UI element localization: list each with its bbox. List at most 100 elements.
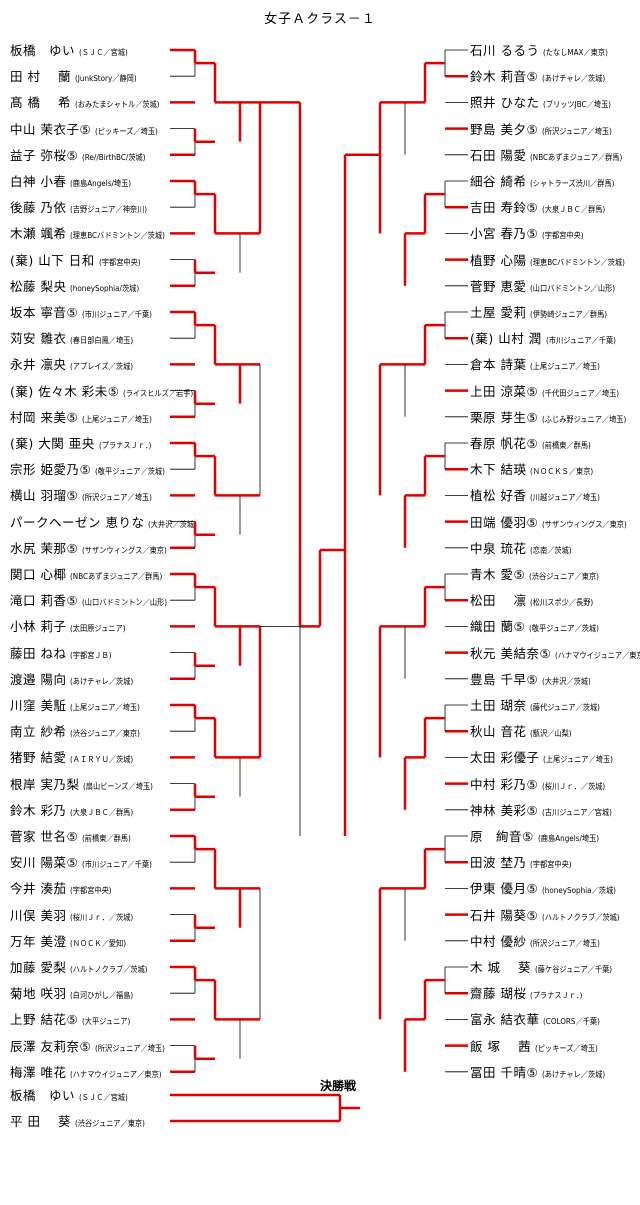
player-club: (甑沢／山梨): [530, 729, 573, 739]
player-club: (NBCあずまジュニア／群馬): [530, 152, 623, 162]
player-entry: 鈴木 莉音⑤(あけチャレ／茨城): [470, 66, 612, 86]
player-entry: 松田 凛(松川スポ少／長野): [470, 590, 601, 610]
player-name: 後藤 乃依: [10, 200, 67, 216]
player-club: (COLORS／千葉): [543, 1017, 601, 1027]
player-name: 横山 羽瑠⑤: [10, 488, 79, 504]
player-name: 白神 小春: [10, 174, 67, 189]
player-entry: 村岡 来美⑤(上尾ジュニア／埼玉): [10, 407, 160, 427]
player-entry: (棄) 大関 亜央(プラナスＪｒ．): [10, 433, 157, 453]
player-name: 菅野 恵愛: [470, 278, 527, 294]
player-name: 石川 るるう: [470, 43, 540, 58]
player-entry: 吉田 寿鈴⑤(大泉ＪＢＣ／群馬): [470, 197, 612, 217]
player-entry: 益子 弥桜⑤(Re//BirthBC/茨城): [10, 145, 153, 165]
player-name: 齋藤 瑚桜: [470, 986, 527, 1002]
player-name: 石井 陽葵⑤: [470, 907, 539, 923]
player-club: (上尾ジュニア／埼玉): [70, 703, 141, 712]
player-club: (あけチャレ／茨城): [542, 74, 606, 84]
player-entry: 照井 ひなた(ブリッツJBC／埼玉): [470, 92, 619, 112]
player-club: (市川ジュニア／千葉): [82, 310, 153, 319]
player-name: 松藤 梨央: [10, 278, 67, 294]
player-entry: 平 田 葵(渋谷ジュニア／東京): [10, 1111, 153, 1131]
player-club: (藤代ジュニア／茨城): [530, 703, 601, 712]
player-club: (古川ジュニア／宮城): [542, 807, 613, 817]
player-club: (アプレイズ／茨城): [70, 362, 134, 372]
player-name: (棄) 山下 日和: [10, 252, 95, 268]
player-entry: 藤田 ねね(宇都宮ＪＢ): [10, 643, 117, 663]
player-club: (藤ケ谷ジュニア／千葉): [534, 965, 613, 974]
player-club: (市川ジュニア／千葉): [545, 336, 616, 346]
player-name: 猪野 結愛: [10, 750, 67, 766]
player-club: (伊勢崎ジュニア／群馬): [530, 310, 608, 319]
player-name: 関口 心椰: [10, 567, 67, 582]
player-name: 藤田 ねね: [10, 645, 67, 661]
player-entry: 関口 心椰(NBCあずまジュニア／群馬): [10, 564, 173, 584]
player-name: 太田 彩優子: [470, 750, 540, 766]
bracket-title: 女子Ａクラス－１: [264, 12, 376, 27]
player-club: (春日部白鳳／埼玉): [70, 336, 134, 346]
player-club: (プラナスＪｒ．): [530, 991, 583, 1001]
player-club: (宇都宮中央): [70, 886, 113, 896]
player-entry: 石川 るるう(たなしMAX／東京): [470, 40, 616, 60]
player-name: 板橋 ゆい: [10, 43, 76, 58]
player-club: (敬平ジュニア／茨城): [95, 467, 166, 477]
player-name: 野島 美夕⑤: [470, 121, 539, 137]
player-club: (大泉ＪＢＣ／群馬): [542, 205, 606, 215]
player-club: (ハナマウイジュニア／東京): [555, 650, 640, 660]
player-name: 松田 凛: [470, 593, 527, 609]
player-entry: 木瀬 颯希(理恵BCバドミントン／茨城): [10, 223, 176, 243]
player-name: (棄) 山村 潤: [470, 331, 542, 347]
player-name: 植野 心陽: [470, 252, 527, 268]
player-name: 小宮 春乃⑤: [470, 226, 539, 242]
player-name: 宗形 姫愛乃⑤: [10, 462, 92, 478]
player-club: (プラナスＪｒ．): [98, 441, 152, 450]
player-entry: 板橋 ゆい(ＳＪＣ／宮城): [10, 1085, 133, 1105]
player-club: (所沢ジュニア／埼玉): [530, 938, 601, 948]
player-club: (前橋東／群馬): [82, 834, 132, 843]
player-entry: 中村 彩乃⑤(桜川Ｊｒ．／茨城): [470, 774, 612, 794]
player-entry: 富永 結衣華(COLORS／千葉): [470, 1009, 607, 1029]
player-club: (ハルトノクラブ／茨城): [542, 912, 620, 922]
player-club: (川越ジュニア／埼玉): [530, 493, 601, 503]
player-entry: 神林 美彩⑤(古川ジュニア／宮城): [470, 800, 620, 820]
player-club: (たなしMAX／東京): [543, 48, 609, 57]
player-name: 梅澤 唯花: [10, 1064, 67, 1080]
player-club: (上尾ジュニア／埼玉): [530, 362, 601, 372]
player-club: (山口バドミントン／山形): [530, 283, 616, 293]
player-entry: 永井 凛央(アプレイズ／茨城): [10, 354, 141, 374]
player-club: (ふじみ野ジュニア／埼玉): [542, 414, 627, 424]
player-club: (ＮＯＣＫ／愛知): [70, 938, 127, 948]
player-club: (サザンウィングス／東京): [82, 545, 168, 555]
player-club: (ハルトノクラブ／茨城): [70, 965, 149, 974]
player-name: 土田 瑚奈: [470, 698, 527, 713]
player-entry: 倉本 詩葉(上尾ジュニア／埼玉): [470, 354, 608, 374]
player-entry: 田波 埜乃(宇都宮中央): [470, 852, 577, 872]
player-entry: 土田 瑚奈(藤代ジュニア／茨城): [470, 695, 608, 715]
player-entry: (棄) 山村 潤(市川ジュニア／千葉): [470, 328, 623, 348]
player-name: 織田 蘭⑤: [470, 619, 526, 635]
player-name: 照井 ひなた: [470, 95, 540, 111]
player-entry: 太田 彩優子(上尾ジュニア／埼玉): [470, 747, 621, 767]
player-name: 栗原 芽生⑤: [470, 409, 539, 425]
player-club: (ＮＯＣＫＳ／東京): [530, 467, 594, 477]
player-club: (大泉ＪＢＣ／群馬): [70, 807, 134, 817]
player-entry: 植松 好香(川越ジュニア／埼玉): [470, 485, 608, 505]
player-entry: 中村 優紗(所沢ジュニア／埼玉): [470, 931, 608, 951]
player-club: (JunkStory／静岡): [74, 74, 137, 84]
player-name: 辰澤 友莉奈⑤: [10, 1038, 92, 1054]
player-entry: 辰澤 友莉奈⑤(所沢ジュニア／埼玉): [10, 1036, 173, 1056]
player-name: 木下 結瑛: [470, 462, 527, 478]
player-club: (ＳＪＣ／宮城): [79, 1093, 128, 1102]
player-name: 田 村 蘭: [10, 69, 71, 85]
player-entry: 坂本 寧音⑤(市川ジュニア／千葉): [10, 302, 160, 322]
player-name: 安川 陽菜⑤: [10, 855, 79, 871]
player-name: 渡邉 陽向: [10, 671, 67, 687]
player-entry: 上田 涼菜⑤(千代田ジュニア／埼玉): [470, 381, 628, 401]
player-entry: 白神 小春(鹿島Angels/埼玉): [10, 171, 138, 191]
player-name: 原 絢音⑤: [470, 829, 534, 844]
player-club: (桜川Ｊｒ．／茨城): [542, 781, 606, 791]
player-club: (宇都宮中央): [542, 231, 584, 241]
player-entry: 根岸 実乃梨(扇山ビーンズ／埼玉): [10, 774, 161, 794]
player-entry: 細谷 綺希(シャトラーズ渋川／群馬): [470, 171, 624, 191]
player-entry: 原 絢音⑤(鹿島Angels/埼玉): [470, 826, 606, 846]
player-entry: 田 村 蘭(JunkStory／静岡): [10, 66, 143, 86]
